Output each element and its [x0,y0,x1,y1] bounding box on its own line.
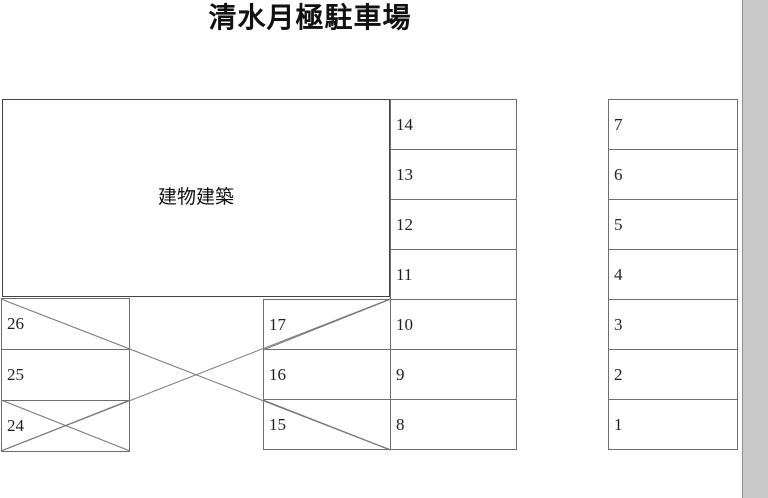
middle-stall-column: 14 13 12 11 10 9 8 [390,99,517,450]
stall-cell[interactable]: 24 [1,400,130,452]
stall-cell[interactable]: 14 [390,99,517,150]
stall-cell[interactable]: 9 [390,349,517,400]
stall-cell[interactable]: 15 [263,399,391,450]
stall-number: 4 [614,264,623,284]
stall-number: 12 [396,214,413,234]
stall-cell[interactable]: 7 [608,99,738,150]
stall-cell[interactable]: 17 [263,299,391,350]
stall-cell[interactable]: 2 [608,349,738,400]
stall-cell[interactable]: 11 [390,249,517,300]
stall-number: 1 [614,414,623,434]
right-stall-column: 7 6 5 4 3 2 1 [608,99,738,450]
stall-number: 10 [396,314,413,334]
stall-number: 17 [269,314,286,334]
stall-number: 24 [7,416,24,435]
page-title: 清水月極駐車場 [208,3,412,34]
stall-number: 25 [7,365,24,384]
lower-left-stall-column: 26 25 24 [1,298,130,452]
building-block: 建物建築 [2,99,390,297]
lower-middle-stall-column: 17 16 15 [263,299,391,450]
stall-cell[interactable]: 5 [608,199,738,250]
stall-cell[interactable]: 16 [263,349,391,400]
stall-number: 26 [7,314,24,333]
stall-number: 3 [614,314,623,334]
stall-cell[interactable]: 1 [608,399,738,450]
stall-number: 8 [396,414,405,434]
stall-cell[interactable]: 3 [608,299,738,350]
stall-number: 16 [269,364,286,384]
stall-cell[interactable]: 13 [390,149,517,200]
building-label: 建物建築 [157,187,234,208]
stall-number: 9 [396,364,405,384]
stall-cell[interactable]: 10 [390,299,517,350]
stall-cell[interactable]: 12 [390,199,517,250]
stall-cell[interactable]: 25 [1,349,130,401]
stall-number: 6 [614,164,623,184]
vertical-scrollbar[interactable] [742,0,768,498]
stall-number: 5 [614,214,623,234]
stall-number: 13 [396,164,413,184]
stall-cell[interactable]: 8 [390,399,517,450]
scrollbar-thumb[interactable] [744,0,768,498]
stall-number: 2 [614,364,623,384]
stall-number: 14 [396,114,413,134]
stall-cell[interactable]: 6 [608,149,738,200]
stall-number: 11 [396,264,413,284]
stall-number: 15 [269,414,286,434]
stall-number: 7 [614,114,623,134]
stall-cell[interactable]: 26 [1,298,130,350]
stall-cell[interactable]: 4 [608,249,738,300]
